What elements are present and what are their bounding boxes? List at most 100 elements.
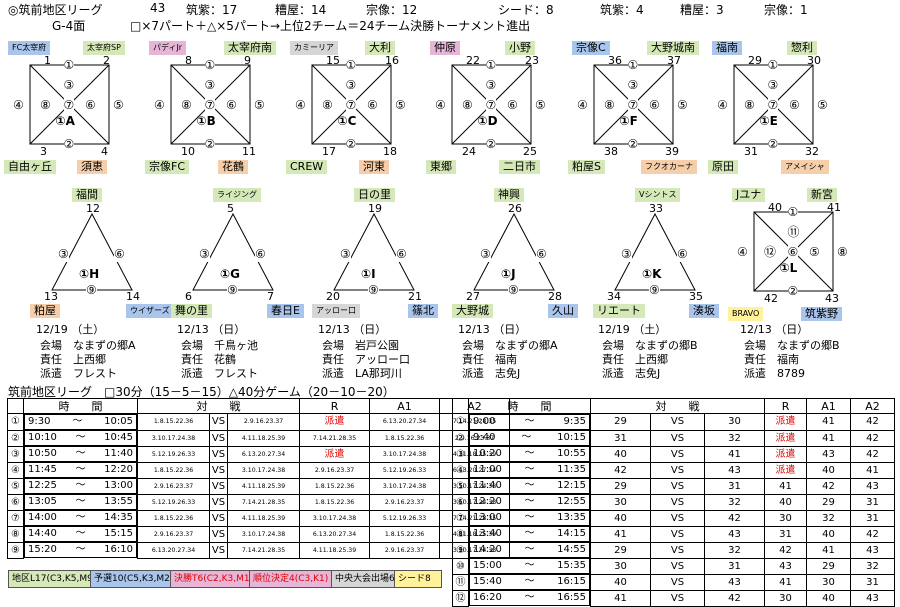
venue-name: 会場 なまずの郷A: [462, 339, 558, 352]
time-separator: ～: [521, 432, 532, 443]
assistant-1: 41: [806, 429, 852, 447]
match-2-label: ②: [345, 136, 357, 152]
time-separator: ～: [524, 560, 535, 571]
away-team: 7.14.21.28.35: [226, 493, 301, 511]
team-br-number: 7: [267, 290, 274, 303]
vs-label: VS: [650, 525, 705, 543]
team-br-number: 21: [408, 290, 422, 303]
team-bl-number: 13: [44, 290, 58, 303]
match-4-label: ④: [577, 96, 588, 113]
team-tr-number: 9: [244, 54, 251, 67]
end-time: 12:20: [104, 464, 133, 475]
venue-responsible: 責任 福南: [462, 353, 517, 366]
team-br-label: フクオカーナ: [641, 160, 697, 174]
match-8-label: ⑧: [181, 96, 192, 113]
vs-label: VS: [650, 573, 705, 591]
team-tr-number: 30: [807, 54, 821, 67]
team-bl-number: 3: [40, 145, 47, 158]
home-team: 3.10.17.24.38: [137, 429, 210, 447]
header-a2: A2: [850, 398, 896, 414]
team-tl-number: 36: [608, 54, 622, 67]
time-cell: 9:30～10:05: [24, 414, 137, 430]
team-bl-label: 粕屋: [30, 304, 60, 318]
referee: 4.11.18.25.39: [299, 541, 371, 559]
team-br-label: 春日E: [267, 304, 304, 318]
home-team: 2.9.16.23.37: [137, 525, 210, 543]
start-time: 12:20: [473, 496, 502, 507]
chikushi-count: 筑紫：17: [186, 3, 238, 17]
team-br-number: 39: [665, 145, 679, 158]
end-time: 14:35: [104, 512, 133, 523]
row-number: ④: [7, 461, 24, 479]
venue-date: 12/13 （日）: [458, 323, 527, 336]
match-2-label: ②: [63, 136, 75, 152]
row-number: ⑤: [7, 477, 24, 495]
time-cell: 14:20～14:55: [469, 542, 590, 558]
seed-munakata-count: 宗像：1: [764, 3, 808, 17]
referee: 1.8.15.22.36: [299, 477, 371, 495]
home-team: 29: [590, 541, 651, 559]
match-1-label: ①: [345, 57, 357, 73]
row-number: ⑤: [452, 477, 469, 495]
vs-label: VS: [209, 477, 228, 495]
assistant-1: 2.9.16.23.37: [369, 493, 441, 511]
home-team: 5.12.19.26.33: [137, 445, 210, 463]
venue-date: 12/13 （日）: [740, 323, 809, 336]
venue-responsible: 責任 花鶴: [181, 353, 236, 366]
end-time: 16:15: [557, 576, 586, 587]
match-3-label: ③: [480, 246, 491, 262]
legend-item: 中央大会出場6: [331, 570, 398, 588]
match-8-label: ⑧: [744, 96, 755, 113]
venue-dispatch: 派遣 志免J: [462, 367, 521, 380]
assistant-1: 32: [806, 509, 852, 527]
assistant-2: 43: [850, 477, 896, 495]
start-time: 14:00: [28, 512, 57, 523]
row-number: ③: [452, 445, 469, 463]
match-4-label: ④: [154, 96, 165, 113]
match-8-label: ⑧: [322, 96, 333, 113]
match-7-label: ⑦: [485, 96, 497, 113]
match-3-label: ③: [621, 246, 632, 262]
vs-label: VS: [650, 557, 705, 575]
team-top-label: 日の里: [354, 188, 395, 202]
group-id: ①G: [220, 267, 241, 281]
match-6-label: ⑥: [85, 96, 96, 113]
header-r: R: [299, 398, 371, 414]
vs-label: VS: [209, 525, 228, 543]
time-separator: ～: [75, 480, 86, 491]
assistant-2: 31: [850, 493, 896, 511]
venue-dispatch: 派遣 フレスト: [40, 367, 117, 380]
group-id: ①C: [337, 113, 357, 128]
time-separator: ～: [524, 496, 535, 507]
team-top-number: 12: [86, 202, 100, 215]
team-br-label: 花鶴: [218, 160, 248, 174]
row-number: ①: [7, 413, 24, 431]
referee: 2.9.16.23.37: [299, 461, 371, 479]
team-tr-label: 小野: [505, 41, 535, 55]
assistant-1: 41: [806, 541, 852, 559]
referee: 派遣: [764, 445, 808, 463]
team-tr-label: 太宰府南: [224, 41, 276, 55]
assistant-2: 43: [850, 589, 896, 607]
team-tl-label: 宗像C: [572, 41, 610, 55]
team-tl-label: 仲原: [430, 41, 460, 55]
referee: 31: [764, 525, 808, 543]
end-time: 11:35: [557, 464, 586, 475]
header-r: R: [764, 398, 808, 414]
match-4-label: ④: [717, 96, 728, 113]
match-5-label: ⑤: [677, 96, 688, 113]
match-5-label: ⑧: [837, 243, 848, 260]
team-top-label: ライジング: [213, 188, 261, 202]
start-time: 9:00: [473, 416, 496, 427]
match-1-label: ①: [204, 57, 216, 73]
time-cell: 10:20～10:55: [469, 446, 590, 462]
venue-dispatch: 派遣 志免J: [602, 367, 661, 380]
time-cell: 16:20～16:55: [469, 590, 590, 606]
group-id: ①B: [196, 113, 216, 128]
referee: 6.13.20.27.34: [299, 525, 371, 543]
time-cell: 13:40～14:15: [469, 526, 590, 542]
header-num: [7, 398, 24, 414]
referee: 派遣: [764, 413, 808, 431]
